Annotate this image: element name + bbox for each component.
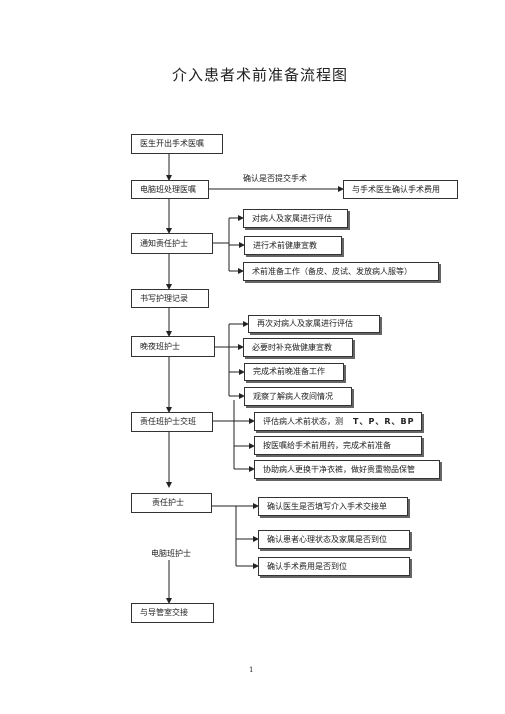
- box-help-change: 协助病人更换干净衣裤，做好贵重物品保管: [254, 460, 440, 479]
- step-doctor-order: 医生开出手术医嘱: [131, 134, 223, 154]
- box-confirm-psych: 确认患者心理状态及家属是否到位: [258, 530, 410, 549]
- step-night-nurse: 晚夜班护士: [131, 336, 215, 357]
- box-confirm-fee: 与手术医生确认手术费用: [343, 180, 458, 199]
- step-catheter-room: 与导管室交接: [131, 603, 214, 623]
- box-education: 进行术前健康宣教: [244, 236, 342, 255]
- step-notify-nurse: 通知责任护士: [131, 233, 213, 254]
- box-evaluate: 对病人及家属进行评估: [243, 209, 348, 228]
- box-supplement-education: 必要时补充做健康宣教: [243, 338, 353, 357]
- step-computer-nurse: 电脑班护士: [151, 549, 191, 558]
- box-reevaluate: 再次对病人及家属进行评估: [248, 315, 380, 333]
- vitals-text: T、P、R、BP: [353, 416, 415, 426]
- page-title: 介入患者术前准备流程图: [172, 66, 349, 84]
- box-observe-night: 观察了解病人夜间情况: [244, 387, 352, 406]
- step-record: 书写护理记录: [131, 289, 209, 308]
- step-charge-nurse: 责任护士: [131, 493, 212, 513]
- box-medicate: 按医嘱给手术前用药，完成术前准备: [254, 436, 422, 455]
- step-handover: 责任班护士交班: [131, 412, 213, 432]
- box-night-prep: 完成术前晚准备工作: [244, 363, 344, 381]
- box-confirm-form: 确认医生是否填写介入手术交接单: [258, 497, 408, 516]
- box-confirm-payment: 确认手术费用是否到位: [258, 557, 410, 576]
- step-process-order: 电脑班处理医嘱: [131, 180, 209, 199]
- box-prep-work: 术前准备工作（备皮、皮试、发放病人服等）: [243, 262, 439, 281]
- edge-label-confirm-submit: 确认是否提交手术: [243, 174, 307, 183]
- page-number: 1: [249, 666, 254, 674]
